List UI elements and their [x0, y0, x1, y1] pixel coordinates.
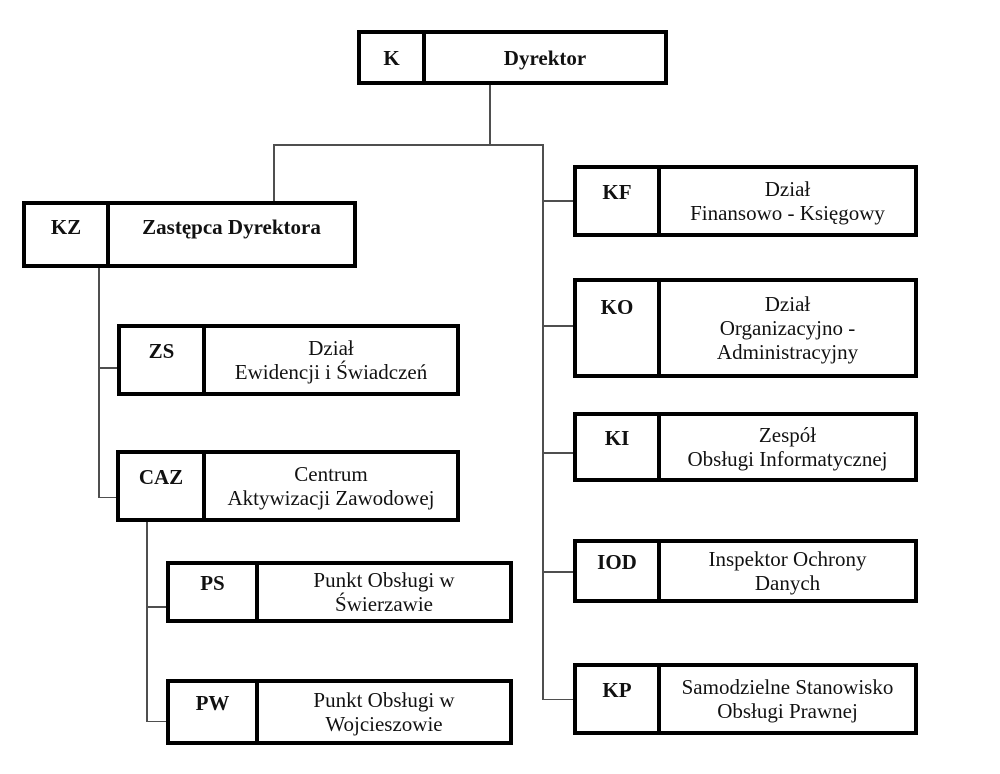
connector-ko-stub: [542, 325, 573, 327]
connector-kp-stub: [542, 698, 573, 700]
org-node-kf-label: Dział Finansowo - Księgowy: [690, 177, 885, 225]
org-node-kp-label: Samodzielne Stanowisko Obsługi Prawnej: [681, 675, 894, 723]
org-node-zs-code: ZS: [121, 328, 206, 392]
org-node-kp-code: KP: [577, 667, 661, 731]
org-node-iod-code: IOD: [577, 543, 661, 599]
org-node-ko: KO Dział Organizacyjno - Administracyjny: [573, 278, 918, 378]
node-code-label: PS: [200, 571, 225, 595]
node-code-label: KF: [602, 180, 632, 204]
node-code-label: KI: [604, 426, 630, 450]
org-node-ki-code: KI: [577, 416, 661, 478]
connector-right-spine: [542, 144, 544, 700]
connector-kf-stub: [542, 200, 573, 202]
org-node-k-label: Dyrektor: [503, 45, 587, 70]
connector-caz-spine: [146, 522, 148, 722]
org-node-ki: KI Zespół Obsługi Informatycznej: [573, 412, 918, 482]
org-node-ps-code: PS: [170, 565, 259, 619]
node-code-label: IOD: [597, 550, 637, 574]
connector-caz-stub: [98, 496, 116, 498]
org-node-kp: KP Samodzielne Stanowisko Obsługi Prawne…: [573, 663, 918, 735]
node-code-label: CAZ: [138, 465, 184, 489]
org-node-zs: ZS Dział Ewidencji i Świadczeń: [117, 324, 460, 396]
org-node-kf-code: KF: [577, 169, 661, 233]
node-code-label: ZS: [148, 339, 175, 363]
node-code-label: KP: [602, 678, 632, 702]
org-node-kz: KZ Zastępca Dyrektora: [22, 201, 357, 268]
org-node-pw: PW Punkt Obsługi w Wojcieszowie: [166, 679, 513, 745]
org-node-kz-label: Zastępca Dyrektora: [142, 215, 321, 239]
connector-ps-stub: [146, 606, 166, 608]
org-node-pw-label: Punkt Obsługi w Wojcieszowie: [313, 688, 455, 736]
connector-main-horizontal: [273, 144, 543, 146]
org-node-k-code: K: [361, 34, 426, 81]
org-node-ko-label: Dział Organizacyjno - Administracyjny: [716, 292, 859, 364]
connector-kz-spine: [98, 268, 100, 498]
org-node-iod: IOD Inspektor Ochrony Danych: [573, 539, 918, 603]
node-code-label: KZ: [50, 215, 82, 239]
org-node-ps: PS Punkt Obsługi w Świerzawie: [166, 561, 513, 623]
org-node-pw-code: PW: [170, 683, 259, 741]
connector-k-drop: [489, 85, 491, 144]
org-node-iod-label: Inspektor Ochrony Danych: [708, 547, 867, 595]
org-node-caz: CAZ Centrum Aktywizacji Zawodowej: [116, 450, 460, 522]
org-node-zs-label: Dział Ewidencji i Świadczeń: [234, 336, 428, 384]
org-node-kz-code: KZ: [26, 205, 110, 264]
connector-zs-stub: [98, 367, 117, 369]
connector-iod-stub: [542, 571, 573, 573]
org-node-ps-label: Punkt Obsługi w Świerzawie: [313, 568, 455, 616]
org-node-kf: KF Dział Finansowo - Księgowy: [573, 165, 918, 237]
org-node-caz-label: Centrum Aktywizacji Zawodowej: [227, 462, 435, 510]
node-code-label: K: [383, 45, 400, 70]
org-node-k: K Dyrektor: [357, 30, 668, 85]
org-node-ko-code: KO: [577, 282, 661, 374]
connector-pw-stub: [146, 720, 166, 722]
org-node-ki-label: Zespół Obsługi Informatycznej: [687, 423, 888, 471]
connector-ki-stub: [542, 452, 573, 454]
node-code-label: PW: [195, 691, 230, 715]
node-code-label: KO: [600, 295, 634, 319]
connector-kz-drop: [273, 144, 275, 201]
org-node-caz-code: CAZ: [120, 454, 206, 518]
